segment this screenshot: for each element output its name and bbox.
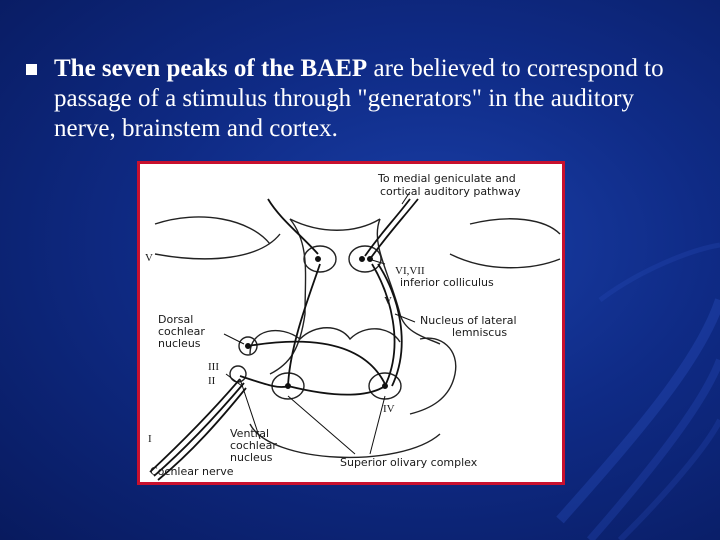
neuron-dot xyxy=(246,344,251,349)
lateral-lemniscus-right-1 xyxy=(372,264,395,386)
right-hemisphere-outline xyxy=(470,219,560,234)
bullet-icon xyxy=(26,64,37,75)
neuron-dot xyxy=(360,257,365,262)
label-ii: II xyxy=(208,375,216,387)
left-hemisphere-outline xyxy=(155,217,270,244)
label-iii: III xyxy=(208,361,219,373)
medulla-outline xyxy=(250,424,440,457)
pathway-vcn-to-olive xyxy=(240,376,288,387)
neuron-dot xyxy=(286,384,291,389)
label-cochlear-nerve: Cochlear nerve xyxy=(150,465,234,478)
neuron-dot xyxy=(316,257,321,262)
label-to-medial-1: To medial geniculate and xyxy=(377,172,516,185)
lateral-lemniscus-left xyxy=(288,264,320,386)
label-iv: IV xyxy=(383,403,395,415)
pointer-lateral-lemniscus xyxy=(395,314,415,322)
label-i: I xyxy=(148,433,152,445)
brainstem-left-outline xyxy=(270,219,306,374)
pointer-dorsal-cochlear xyxy=(224,334,244,344)
label-ventral-3: nucleus xyxy=(230,451,273,464)
label-superior-olivary: Superior olivary complex xyxy=(340,456,478,469)
right-hemisphere-lower-outline xyxy=(450,254,560,268)
label-dorsal-3: nucleus xyxy=(158,337,201,350)
neuron-dot xyxy=(368,257,373,262)
auditory-pathway-figure: To medial geniculate and cortical audito… xyxy=(137,161,565,485)
cochlear-nerve-fiber-1 xyxy=(150,379,240,472)
ventral-cochlear-nucleus-circle xyxy=(230,366,246,382)
left-hemisphere-lower-outline xyxy=(155,234,280,259)
auditory-pathway-diagram: To medial geniculate and cortical audito… xyxy=(140,164,562,482)
bullet-bold-text: The seven peaks of the BAEP xyxy=(54,55,367,82)
label-nucleus-lateral-2: lemniscus xyxy=(452,326,507,339)
neuron-dot xyxy=(383,384,388,389)
label-inferior-colliculus: inferior colliculus xyxy=(400,276,494,289)
label-to-medial-2: cortical auditory pathway xyxy=(380,185,521,198)
pathway-to-medial-geniculate-1 xyxy=(365,199,410,256)
pons-outline xyxy=(250,328,400,354)
bullet-text: The seven peaks of the BAEP are believed… xyxy=(54,54,694,144)
pathway-dcn-to-olive xyxy=(248,342,385,384)
label-v-left: V xyxy=(145,252,153,264)
midbrain-top-outline xyxy=(290,219,380,230)
right-pons-lobe xyxy=(410,338,456,414)
label-v-mid: V xyxy=(384,295,392,307)
pointer-olive-left xyxy=(288,396,355,454)
